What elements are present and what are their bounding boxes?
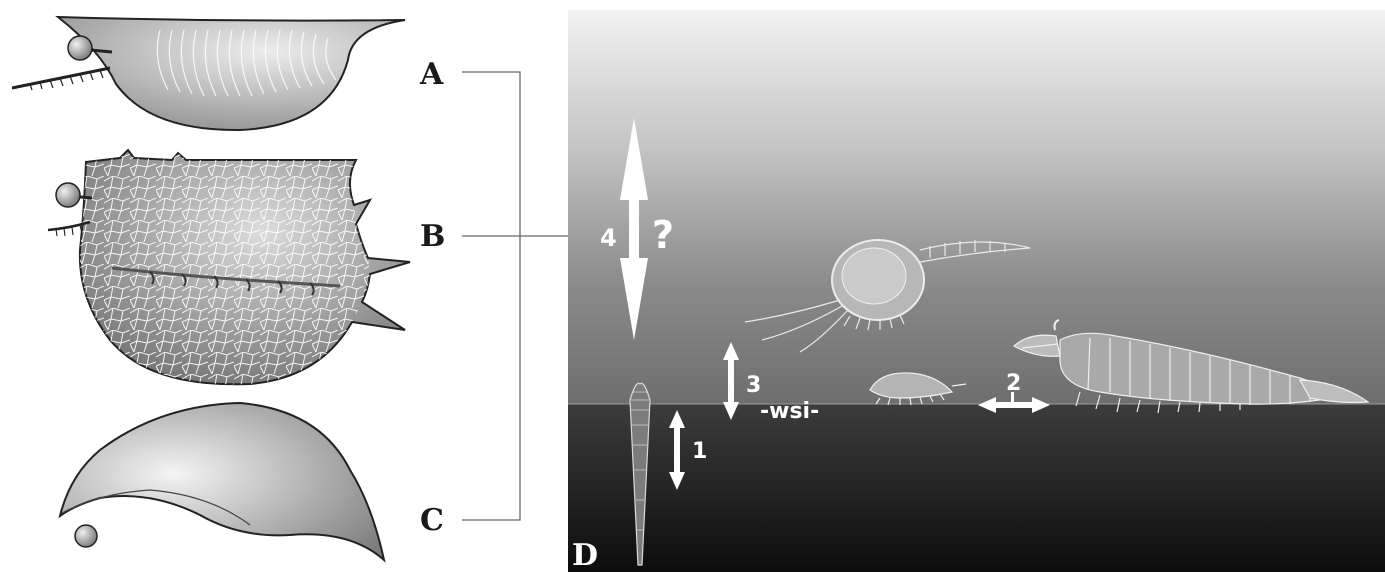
specimen-b xyxy=(48,150,410,384)
panel-label-c: C xyxy=(420,503,444,538)
sediment xyxy=(568,404,1385,572)
eye-icon xyxy=(75,525,97,547)
panel-label-d: D xyxy=(572,538,598,572)
specimen-c-shell xyxy=(60,403,384,560)
water-column xyxy=(568,10,1385,404)
question-mark: ? xyxy=(652,213,674,257)
wsi-label: -wsi- xyxy=(760,399,819,424)
eye-icon xyxy=(68,36,92,60)
arrow-3-label: 3 xyxy=(746,373,761,398)
arrow-4-label: 4 xyxy=(600,224,617,252)
panel-label-a: A xyxy=(419,57,444,92)
specimen-a-antenna xyxy=(12,68,110,88)
arrow-1-label: 1 xyxy=(692,439,707,464)
specimen-a xyxy=(12,17,405,130)
specimen-c xyxy=(60,403,384,560)
specimen-a-eye-stalk xyxy=(90,50,112,52)
arrow-2-label: 2 xyxy=(1006,371,1021,396)
specimen-b-reticulation xyxy=(80,150,370,384)
panel-d: 1 3 -wsi- 4 ? xyxy=(568,10,1385,572)
panel-label-b: B xyxy=(420,219,445,254)
eye-icon xyxy=(56,183,80,207)
